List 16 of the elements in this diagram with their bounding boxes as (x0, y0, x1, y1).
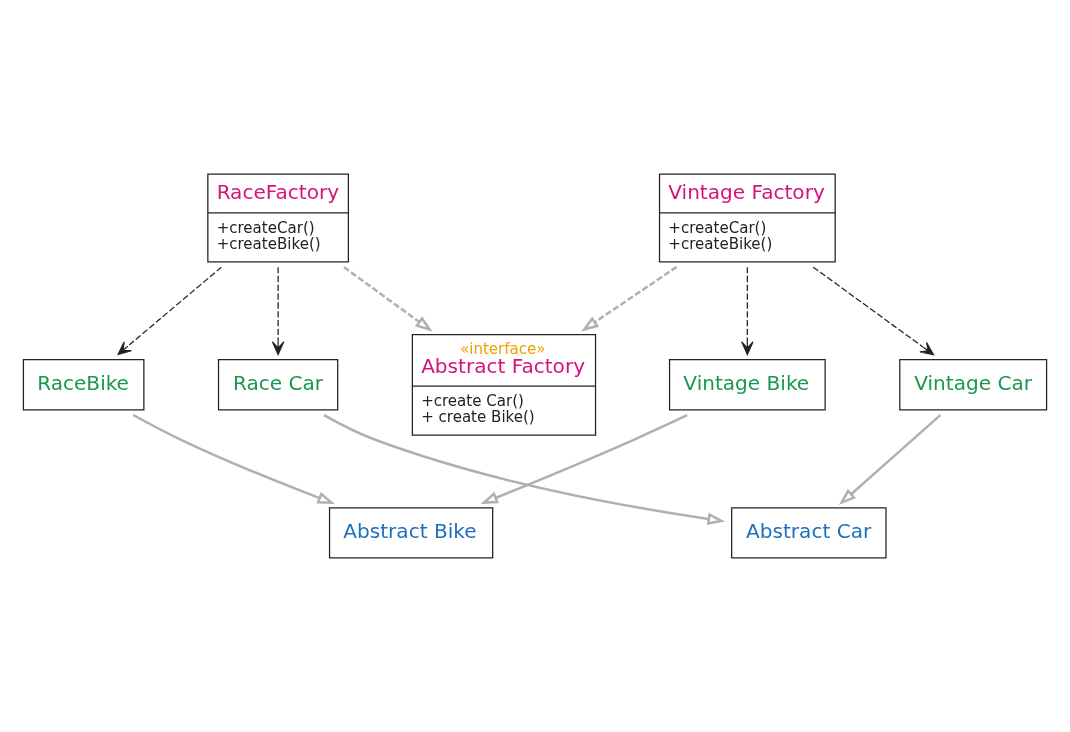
arrow (741, 266, 754, 355)
arrow (581, 265, 678, 332)
arrow (132, 413, 335, 504)
node-box: Race Car (217, 359, 339, 411)
arrow (480, 414, 688, 505)
node-box: Abstract Bike (328, 507, 494, 559)
arrow (343, 266, 433, 332)
arrow (271, 266, 285, 355)
arrow (812, 266, 935, 356)
arrow (323, 413, 726, 525)
node-box: Abstract Car (731, 507, 887, 559)
node-box: Vintage Car (899, 359, 1048, 411)
node-box: RaceBike (22, 359, 145, 411)
node-box: Vintage Bike (668, 359, 826, 411)
arrow (117, 266, 222, 355)
arrow (838, 414, 942, 506)
